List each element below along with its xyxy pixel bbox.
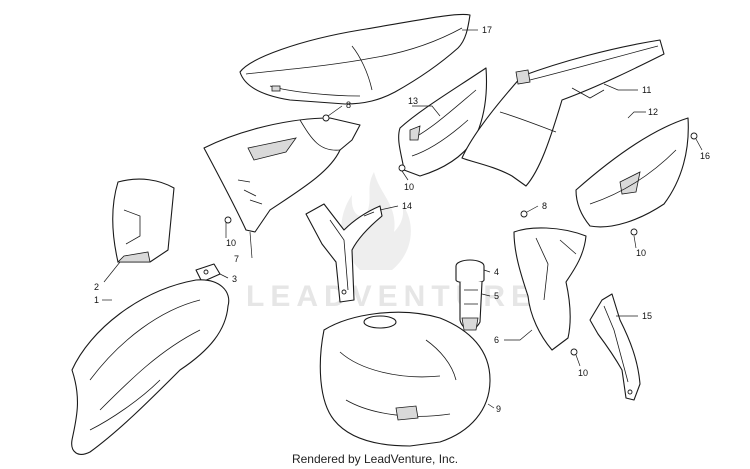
callout-2: 2 (94, 282, 99, 292)
watermark-text: LEADVENTURE (246, 280, 537, 313)
callout-10a: 10 (226, 238, 236, 248)
footer-credit: Rendered by LeadVenture, Inc. (291, 452, 459, 466)
part-rear-frame-guard[interactable] (589, 293, 641, 401)
part-fuel-tank[interactable] (319, 311, 491, 447)
callout-13: 13 (408, 96, 418, 106)
leader-14 (379, 205, 399, 211)
callout-4: 4 (494, 267, 499, 277)
bolt-icon (570, 348, 578, 356)
callout-9: 9 (496, 404, 501, 414)
part-seat[interactable] (239, 13, 471, 105)
callout-12: 12 (648, 107, 658, 117)
callout-8a: 8 (346, 100, 351, 110)
part-side-panel[interactable] (575, 117, 689, 228)
leader-10c (633, 235, 637, 249)
bolt-icon (520, 210, 528, 218)
callout-1: 1 (94, 295, 99, 305)
part-frame-guard[interactable] (305, 203, 383, 303)
leader-5 (481, 293, 491, 297)
callout-3: 3 (232, 274, 237, 284)
leader-4 (483, 269, 491, 273)
leader-13 (412, 105, 441, 117)
part-side-cover[interactable] (513, 227, 587, 351)
leader-10d (575, 354, 581, 367)
leader-2 (103, 261, 121, 283)
callout-6: 6 (494, 335, 499, 345)
leader-8b (526, 205, 539, 213)
leader-6 (504, 329, 533, 341)
callout-14: 14 (402, 201, 412, 211)
callout-7: 7 (234, 254, 239, 264)
callout-5: 5 (494, 291, 499, 301)
bolt-icon (322, 114, 330, 122)
callout-17: 17 (482, 25, 492, 35)
leader-9 (487, 403, 495, 409)
callout-15: 15 (642, 311, 652, 321)
part-radiator-shroud[interactable] (203, 117, 361, 233)
callout-11: 11 (642, 85, 651, 95)
bolt-icon (224, 216, 232, 224)
part-rear-fender[interactable] (461, 39, 665, 187)
callout-8b: 8 (542, 201, 547, 211)
leader-8a (327, 105, 343, 117)
leader-10b (401, 170, 409, 181)
bolt-icon (690, 132, 698, 140)
leader-12 (627, 111, 646, 119)
part-number-plate[interactable] (112, 178, 175, 263)
part-front-fender[interactable] (71, 279, 230, 455)
callout-10c: 10 (636, 248, 646, 258)
bolt-icon (398, 164, 406, 172)
leader-3 (219, 273, 229, 279)
part-fuel-pump[interactable] (455, 259, 485, 331)
leader-16 (695, 138, 703, 151)
leader-7 (249, 231, 253, 259)
callout-10d: 10 (578, 368, 588, 378)
bolt-icon (630, 228, 638, 236)
callout-16: 16 (700, 151, 710, 161)
leader-11 (603, 83, 638, 91)
callout-10b: 10 (404, 182, 414, 192)
